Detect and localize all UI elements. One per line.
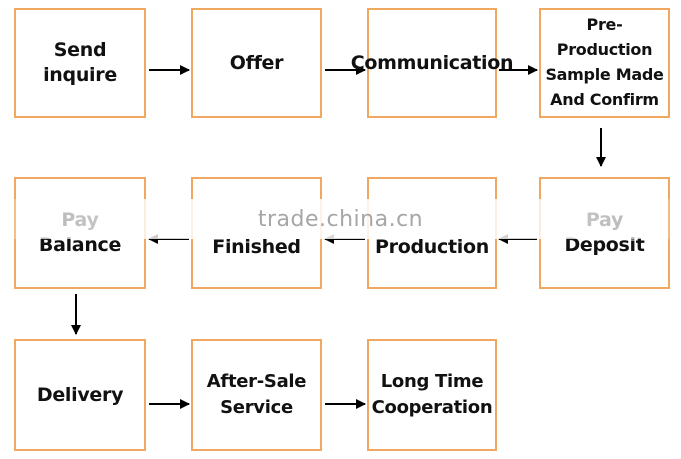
node-label: Long Time Cooperation (371, 370, 493, 418)
node-finished: Finished (191, 177, 322, 289)
node-label: After-Sale Service (206, 370, 307, 418)
node-label: Finished (212, 235, 301, 258)
node-label: Send inquire (43, 39, 117, 86)
node-pay-balance: Pay Balance (14, 177, 146, 289)
node-label: Production (375, 235, 489, 258)
node-offer: Offer (191, 8, 322, 118)
node-pay-deposit: Pay Deposit (539, 177, 670, 289)
node-communication: Communication (351, 8, 514, 118)
node-production: Production (367, 177, 497, 289)
node-delivery: Delivery (14, 339, 146, 451)
node-label: Pre-Production Sample Made And Confirm (545, 15, 664, 109)
node-label: Delivery (36, 383, 124, 406)
node-long-time: Long Time Cooperation (367, 339, 497, 451)
node-send-inquire: Send inquire (14, 8, 146, 118)
node-label: Offer (229, 51, 284, 74)
node-pre-production: Pre-Production Sample Made And Confirm (539, 8, 670, 118)
node-label: Pay Balance (38, 209, 122, 256)
node-after-sale: After-Sale Service (191, 339, 322, 451)
node-label: Communication (350, 51, 514, 74)
node-label: Pay Deposit (564, 209, 645, 256)
